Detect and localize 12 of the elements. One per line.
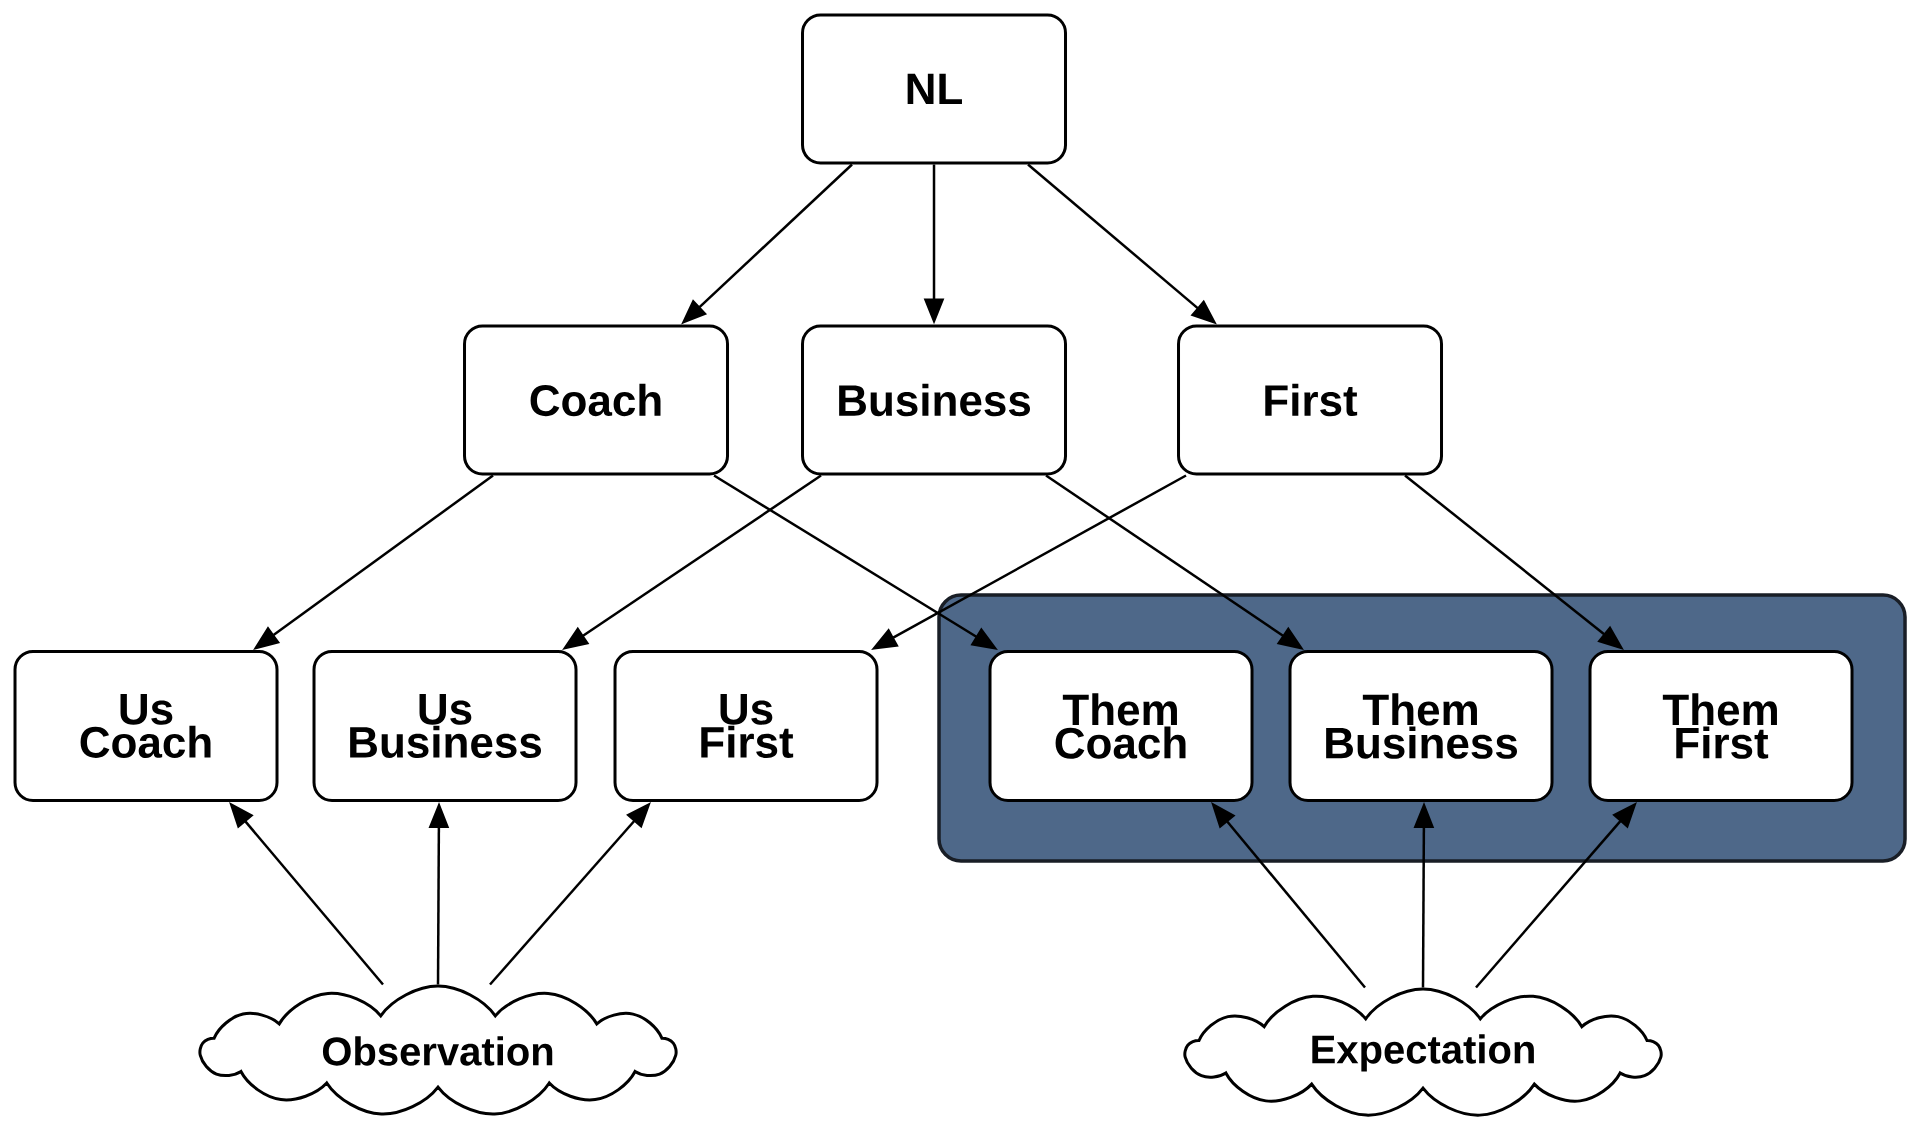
process-box: First bbox=[1177, 324, 1443, 476]
cloud: Expectation bbox=[1183, 987, 1663, 1117]
process-box: Us Coach bbox=[13, 650, 279, 802]
process-box: Us Business bbox=[312, 650, 578, 802]
process-box: Them Business bbox=[1288, 650, 1554, 802]
process-box: Them First bbox=[1588, 650, 1854, 802]
process-box: Coach bbox=[463, 324, 729, 476]
process-box: NL bbox=[801, 13, 1067, 165]
process-box: Them Coach bbox=[988, 650, 1254, 802]
cloud: Observation bbox=[198, 984, 678, 1116]
process-box: Business bbox=[801, 324, 1067, 476]
process-box: Us First bbox=[613, 650, 879, 802]
